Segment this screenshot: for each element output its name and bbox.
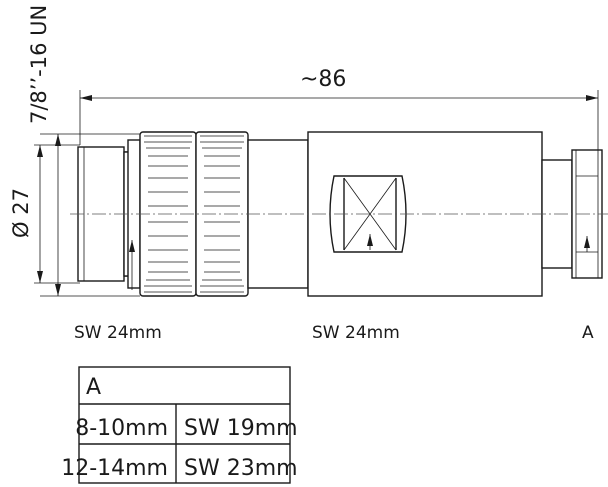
table-cell-r2c2: SW 23mm xyxy=(184,456,298,481)
diameter-arrow-top xyxy=(37,145,43,157)
knurl-lines-2 xyxy=(200,135,244,293)
point-a-arrow xyxy=(584,236,590,248)
diameter-dimension-label: Ø 27 xyxy=(9,188,33,238)
table-cell-r2c1: 12-14mm xyxy=(61,456,168,481)
knurl-lines-1 xyxy=(144,135,192,293)
thread-arrow-top xyxy=(55,134,61,146)
length-dimension-label: ~86 xyxy=(300,67,346,92)
point-a-label: A xyxy=(582,323,594,343)
wrench-middle-label: SW 24mm xyxy=(312,323,400,343)
thread-arrow-bottom xyxy=(55,284,61,296)
table-header: A xyxy=(86,375,101,400)
length-arrow-right xyxy=(586,95,598,101)
wrench-left-label: SW 24mm xyxy=(74,323,162,343)
table-cell-r1c2: SW 19mm xyxy=(184,416,298,441)
wrench-middle-arrow xyxy=(367,234,373,246)
size-table: A 8-10mm SW 19mm 12-14mm SW 23mm xyxy=(61,366,298,484)
table-cell-r1c1: 8-10mm xyxy=(75,416,168,441)
diameter-arrow-bottom xyxy=(37,271,43,283)
thread-dimension-label: 7/8’’-16 UN xyxy=(27,5,51,124)
wrench-left-arrow xyxy=(129,240,135,252)
length-arrow-left xyxy=(80,95,92,101)
